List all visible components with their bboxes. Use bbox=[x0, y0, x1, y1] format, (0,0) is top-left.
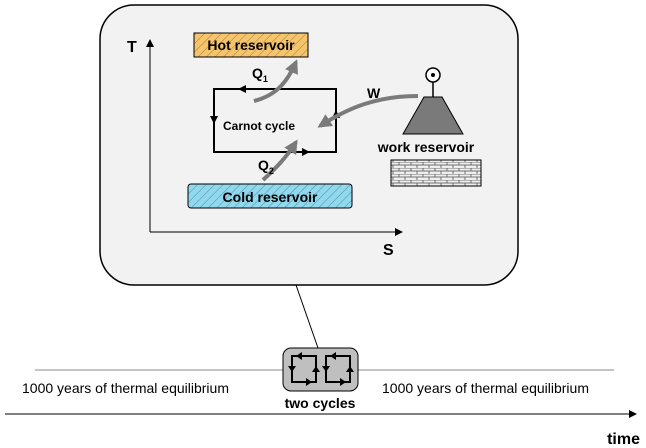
hot-reservoir-label: Hot reservoir bbox=[207, 37, 295, 53]
main-panel bbox=[99, 4, 519, 286]
work-reservoir-label: work reservoir bbox=[377, 139, 475, 155]
t-axis-label: T bbox=[127, 39, 137, 56]
q1-label: Q1 bbox=[252, 65, 268, 84]
connector-line bbox=[295, 284, 319, 349]
s-axis-label: S bbox=[383, 242, 394, 259]
cold-reservoir: Cold reservoir bbox=[187, 183, 353, 209]
timeline-left-text: 1000 years of thermal equilibrium bbox=[22, 380, 229, 396]
q1-arrow bbox=[253, 59, 298, 103]
work-reservoir: work reservoir bbox=[377, 67, 482, 187]
bricks-icon bbox=[390, 159, 482, 187]
hot-reservoir: Hot reservoir bbox=[193, 32, 309, 58]
carnot-cycle-label: Carnot cycle bbox=[223, 119, 295, 133]
w-label: W bbox=[367, 85, 381, 101]
q2-label: Q2 bbox=[258, 157, 274, 176]
timeline-right-text: 1000 years of thermal equilibrium bbox=[382, 380, 589, 396]
work-arrow bbox=[317, 94, 419, 128]
q2-arrow bbox=[261, 139, 298, 182]
weight-icon bbox=[402, 96, 464, 135]
time-axis-label: time bbox=[607, 431, 640, 448]
two-cycles-label: two cycles bbox=[285, 395, 356, 411]
cold-reservoir-label: Cold reservoir bbox=[223, 189, 318, 205]
two-cycles-box bbox=[282, 347, 359, 392]
